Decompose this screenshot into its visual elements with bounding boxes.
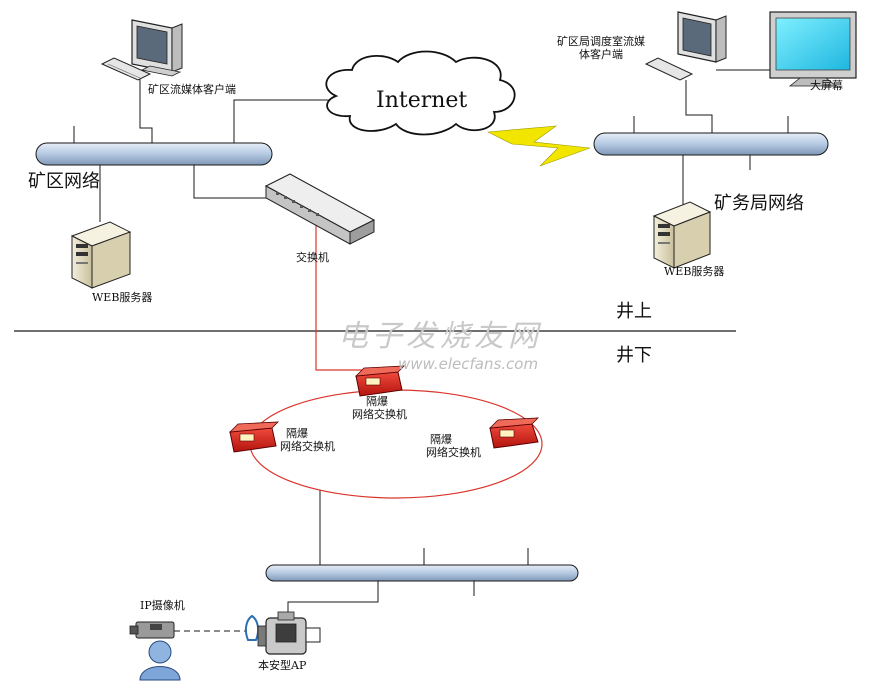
switch-label: 交换机 <box>296 251 329 264</box>
flameproof-switch-icon <box>354 365 406 397</box>
mine-network-bus <box>35 142 273 166</box>
big-screen-label: 大屏幕 <box>810 79 843 92</box>
mine-client-label: 矿区流媒体客户端 <box>148 83 236 96</box>
monitor-icon <box>769 11 857 87</box>
web-server-left-label: WEB服务器 <box>92 291 153 304</box>
ip-camera-label: IP摄像机 <box>140 599 185 612</box>
antenna-icon <box>244 614 260 641</box>
user-icon <box>139 640 181 681</box>
workstation-icon <box>100 19 183 81</box>
link-bureau-client <box>685 80 713 133</box>
connection-lines <box>14 69 789 632</box>
watermark-url: www.elecfans.com <box>398 355 539 373</box>
server-icon <box>652 201 712 269</box>
link-mine-switch <box>193 165 268 199</box>
link-lower-ap <box>287 581 379 616</box>
watermark-text: 电子发烧友网 <box>338 319 542 354</box>
safe-ap-label: 本安型AP <box>258 659 307 672</box>
flameproof-switch-right-label: 隔爆 网络交换机 <box>426 433 481 459</box>
wireless-link-bolt <box>486 125 591 167</box>
flameproof-switch-top-label: 隔爆 网络交换机 <box>352 395 407 421</box>
bureau-client-label: 矿区局调度室流媒 体客户端 <box>557 35 645 61</box>
server-icon <box>70 221 132 289</box>
flameproof-switch-left-label: 隔爆 网络交换机 <box>280 427 335 453</box>
access-point-icon <box>257 611 321 655</box>
internet-label: Internet <box>376 88 468 113</box>
underground-label: 井下 <box>616 345 652 366</box>
above-ground-label: 井上 <box>616 301 652 322</box>
switch-icon <box>264 173 376 245</box>
ip-camera-icon <box>129 621 175 639</box>
link-mine-internet <box>233 99 330 143</box>
mine-network-label: 矿区网络 <box>28 171 100 192</box>
bureau-network-label: 矿务局网络 <box>714 193 804 214</box>
flameproof-switch-icon <box>228 421 280 453</box>
internet-cloud <box>325 50 516 136</box>
flameproof-switch-icon <box>488 417 540 449</box>
web-server-right-label: WEB服务器 <box>664 265 725 278</box>
underground-network-bus <box>265 564 579 582</box>
bureau-network-bus <box>593 132 829 156</box>
link-mine-client <box>139 78 153 143</box>
workstation-icon <box>644 11 727 81</box>
link-switch-fiber <box>315 206 372 371</box>
